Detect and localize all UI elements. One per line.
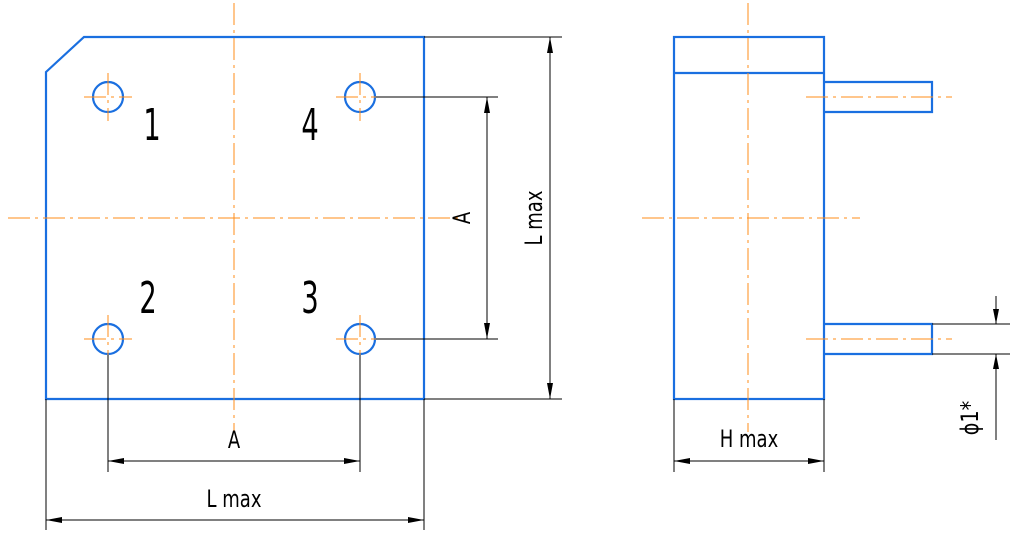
dim-horizontal-pitch (108, 458, 360, 464)
dim-label-horizontal-length: L max (207, 486, 262, 514)
front-body-outline (44, 35, 426, 401)
dim-label-side-height: H max (720, 426, 778, 454)
front-view: 1 4 2 3 A L max A (8, 3, 562, 530)
dim-vertical-pitch (484, 97, 490, 339)
pin-label-2: 2 (139, 272, 156, 324)
side-view: H max ϕ1* (642, 3, 1010, 472)
dim-pin-diameter (993, 296, 999, 440)
dim-label-horizontal-pitch: A (228, 427, 241, 455)
pin-label-1: 1 (143, 99, 160, 151)
dim-horizontal-length (46, 517, 424, 523)
dim-label-vertical-length: L max (521, 191, 549, 246)
pin-label-4: 4 (301, 99, 318, 151)
dim-label-vertical-pitch: A (449, 211, 477, 224)
pin-label-3: 3 (301, 272, 318, 324)
dim-label-pin-diameter: ϕ1* (957, 401, 985, 436)
dim-vertical-length (547, 37, 553, 399)
dim-side-height (674, 458, 824, 464)
pin-hole-1 (84, 73, 132, 121)
